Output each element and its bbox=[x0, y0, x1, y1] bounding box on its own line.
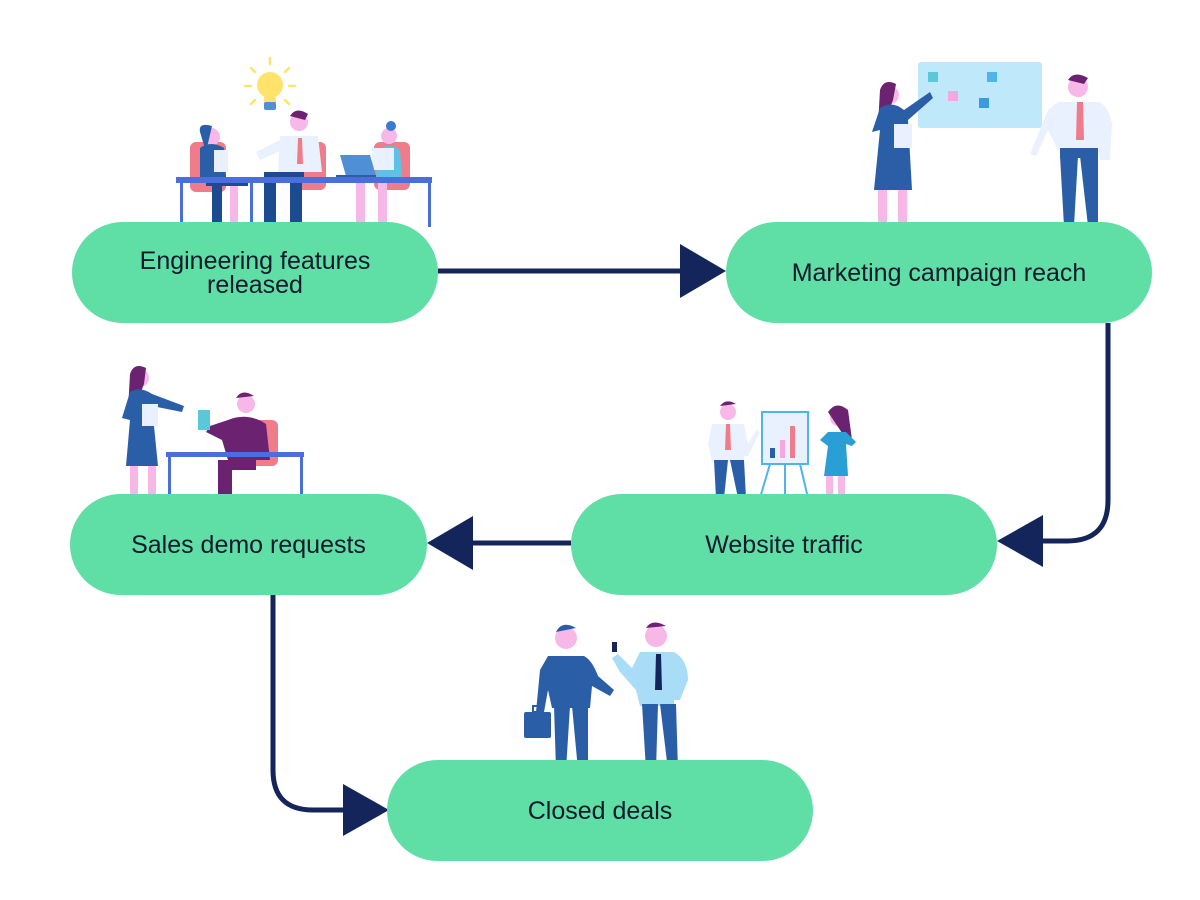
desk-consultation-illustration bbox=[122, 366, 304, 503]
node-closed-deals: Closed deals bbox=[387, 760, 813, 861]
lightbulb-icon bbox=[243, 56, 297, 110]
team-meeting-illustration bbox=[176, 56, 432, 227]
arrow-sales-to-closed bbox=[270, 595, 389, 836]
whiteboard-presentation-illustration bbox=[872, 62, 1112, 230]
node-sales-demo-requests: Sales demo requests bbox=[70, 494, 427, 595]
arrow-marketing-to-traffic bbox=[997, 323, 1111, 567]
arrow-engineering-to-marketing bbox=[438, 244, 726, 298]
node-label: Website traffic bbox=[705, 530, 863, 559]
node-label: Marketing campaign reach bbox=[791, 258, 1087, 287]
arrow-traffic-to-sales bbox=[427, 516, 571, 570]
node-label: Engineering features released bbox=[139, 246, 371, 299]
node-label: Sales demo requests bbox=[131, 530, 366, 559]
node-label: Closed deals bbox=[527, 796, 673, 825]
chart-presentation-illustration bbox=[708, 401, 856, 499]
node-website-traffic: Website traffic bbox=[571, 494, 997, 595]
handshake-deal-illustration bbox=[524, 622, 688, 770]
node-engineering-features-released: Engineering features released bbox=[72, 222, 438, 323]
node-marketing-campaign-reach: Marketing campaign reach bbox=[726, 222, 1152, 323]
